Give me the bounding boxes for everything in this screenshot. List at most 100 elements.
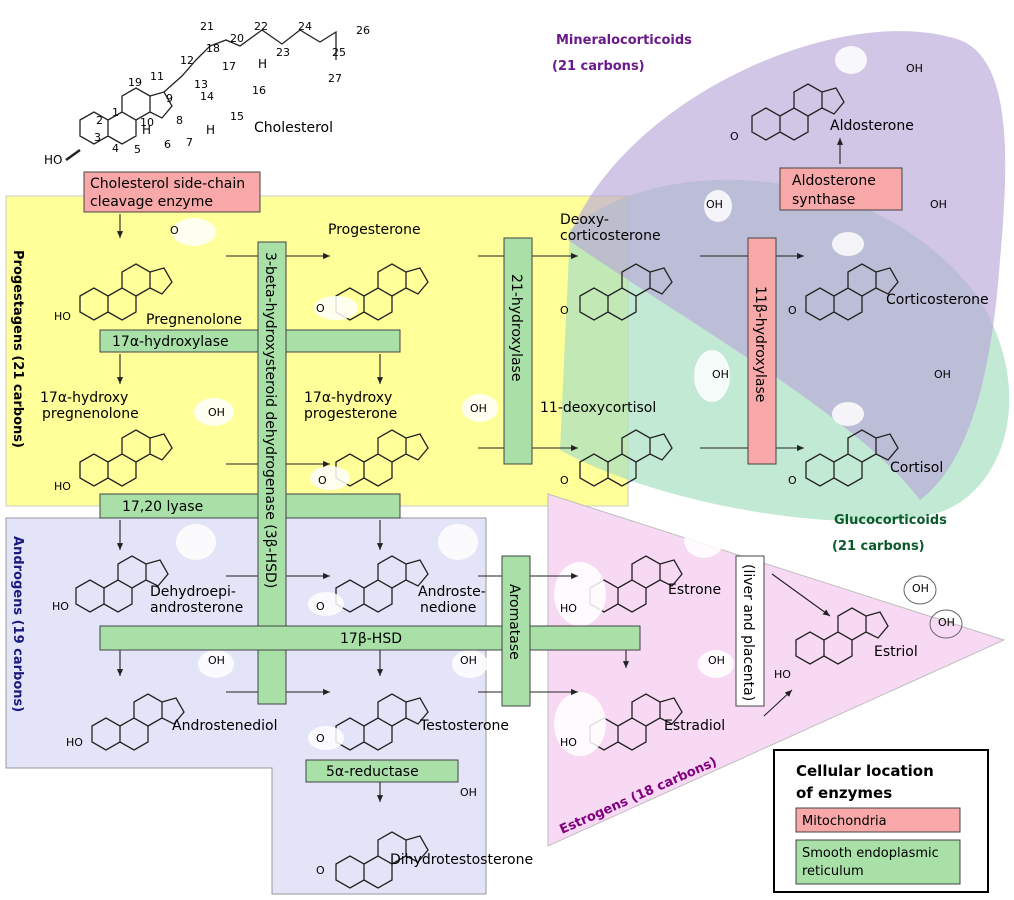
mineralocorticoids-region (568, 31, 1006, 500)
scc-enzyme-box: Cholesterol side-chain cleavage enzyme (83, 171, 261, 213)
svg-text:HO: HO (52, 600, 69, 613)
hydroxylase11-box: 11β-hydroxylase (747, 237, 777, 465)
pregnenolone-label: Pregnenolone (146, 312, 242, 328)
hydroxyprogesterone-label-1: 17α-hydroxy (304, 390, 392, 406)
svg-text:7: 7 (186, 136, 193, 149)
svg-text:HO: HO (66, 736, 83, 749)
svg-text:8: 8 (176, 114, 183, 127)
aromatase-box: Aromatase (501, 555, 531, 707)
hydroxylase21-box: 21-hydroxylase (503, 237, 533, 465)
lyase-box: 17,20 lyase (99, 493, 401, 519)
svg-text:17β-HSD: 17β-HSD (340, 631, 402, 647)
svg-text:21-hydroxylase: 21-hydroxylase (508, 274, 524, 381)
svg-text:OH: OH (460, 654, 477, 667)
cortisol-label: Cortisol (890, 460, 943, 476)
svg-text:of enzymes: of enzymes (796, 784, 892, 802)
androstenediol-label: Androstenediol (172, 718, 277, 734)
svg-text:17,20 lyase: 17,20 lyase (122, 499, 203, 515)
legend-er-swatch (795, 839, 961, 885)
svg-text:21: 21 (200, 20, 214, 33)
svg-text:H: H (142, 123, 151, 137)
svg-text:17α-hydroxylase: 17α-hydroxylase (112, 334, 229, 350)
carbon-numbers: 1 2 3 4 5 6 7 8 9 10 11 12 13 14 15 16 1… (94, 20, 370, 156)
svg-text:O: O (730, 130, 739, 143)
svg-text:18: 18 (206, 42, 220, 55)
aldosterone-label: Aldosterone (830, 118, 914, 134)
deoxycorticosterone-label-1: Deoxy- (560, 212, 609, 228)
svg-text:5α-reductase: 5α-reductase (326, 764, 419, 780)
svg-text:15: 15 (230, 110, 244, 123)
svg-text:26: 26 (356, 24, 370, 37)
svg-text:HO: HO (44, 153, 62, 167)
svg-text:OH: OH (708, 654, 725, 667)
cholesterol-label: Cholesterol (254, 120, 333, 136)
svg-text:1: 1 (112, 106, 119, 119)
svg-text:6: 6 (164, 138, 171, 151)
hsd17b-box: 17β-HSD (99, 625, 641, 651)
svg-text:OH: OH (706, 198, 723, 211)
svg-text:20: 20 (230, 32, 244, 45)
svg-text:Cholesterol side-chain: Cholesterol side-chain (90, 176, 245, 192)
svg-text:(liver and placenta): (liver and placenta) (740, 564, 756, 701)
mineralocorticoids-carbons: (21 carbons) (552, 59, 645, 74)
legend-mitochondria-swatch (795, 807, 961, 833)
svg-text:H: H (258, 57, 267, 71)
dht-label: Dihydrotestosterone (390, 852, 533, 868)
svg-text:27: 27 (328, 72, 342, 85)
svg-text:5: 5 (134, 143, 141, 156)
corticosterone-label: Corticosterone (886, 292, 989, 308)
svg-text:OH: OH (930, 198, 947, 211)
hydroxypregnenolone-label-1: 17α-hydroxy (40, 390, 128, 406)
androgens-region (5, 517, 487, 895)
svg-text:11: 11 (150, 70, 164, 83)
svg-text:OH: OH (934, 368, 951, 381)
svg-text:O: O (316, 600, 325, 613)
progesterone-label: Progesterone (328, 222, 421, 238)
svg-text:13: 13 (194, 78, 208, 91)
dhea-label-1: Dehydroepi- (150, 584, 236, 600)
estradiol-label: Estradiol (664, 718, 725, 734)
svg-text:OH: OH (208, 654, 225, 667)
svg-text:O: O (316, 732, 325, 745)
svg-text:OH: OH (938, 616, 955, 629)
svg-text:O: O (788, 474, 797, 487)
reaction-arrows (116, 138, 844, 802)
reductase-box: 5α-reductase (305, 759, 459, 783)
svg-text:O: O (170, 224, 179, 237)
svg-text:11β-hydroxylase: 11β-hydroxylase (752, 286, 768, 402)
svg-text:HO: HO (54, 310, 71, 323)
svg-text:12: 12 (180, 54, 194, 67)
svg-text:H: H (206, 123, 215, 137)
svg-text:4: 4 (112, 142, 119, 155)
androstenedione-label-1: Androste- (418, 584, 486, 600)
molecule-names: Pregnenolone Progesterone Deoxy- cortico… (40, 118, 989, 868)
svg-text:Aldosterone: Aldosterone (792, 173, 876, 189)
androstenedione-label-2: nedione (420, 600, 476, 616)
svg-text:synthase: synthase (792, 192, 855, 208)
svg-text:O: O (560, 304, 569, 317)
progestagens-label: Progestagens (21 carbons) (10, 250, 25, 448)
svg-text:O: O (788, 304, 797, 317)
svg-text:22: 22 (254, 20, 268, 33)
svg-text:Cellular location: Cellular location (796, 762, 934, 780)
mineralocorticoids-label: Mineralocorticoids (556, 33, 692, 48)
svg-text:16: 16 (252, 84, 266, 97)
svg-text:25: 25 (332, 46, 346, 59)
svg-text:Aromatase: Aromatase (506, 584, 522, 660)
estriol-label: Estriol (874, 644, 918, 660)
svg-text:OH: OH (912, 582, 929, 595)
svg-text:cleavage enzyme: cleavage enzyme (90, 194, 213, 210)
hydroxypregnenolone-label-2: pregnenolone (42, 406, 139, 422)
svg-text:OH: OH (470, 402, 487, 415)
svg-text:HO: HO (54, 480, 71, 493)
svg-text:17: 17 (222, 60, 236, 73)
svg-text:3-beta-hydroxysteroid dehydrog: 3-beta-hydroxysteroid dehydrogenase (3β-… (262, 252, 278, 588)
svg-text:OH: OH (712, 368, 729, 381)
glucocorticoids-label: Glucocorticoids (834, 513, 947, 528)
testosterone-label: Testosterone (419, 718, 509, 734)
svg-text:OH: OH (906, 62, 923, 75)
svg-text:3: 3 (94, 131, 101, 144)
svg-text:OH: OH (460, 786, 477, 799)
liver-placenta-box: (liver and placenta) (735, 555, 765, 707)
